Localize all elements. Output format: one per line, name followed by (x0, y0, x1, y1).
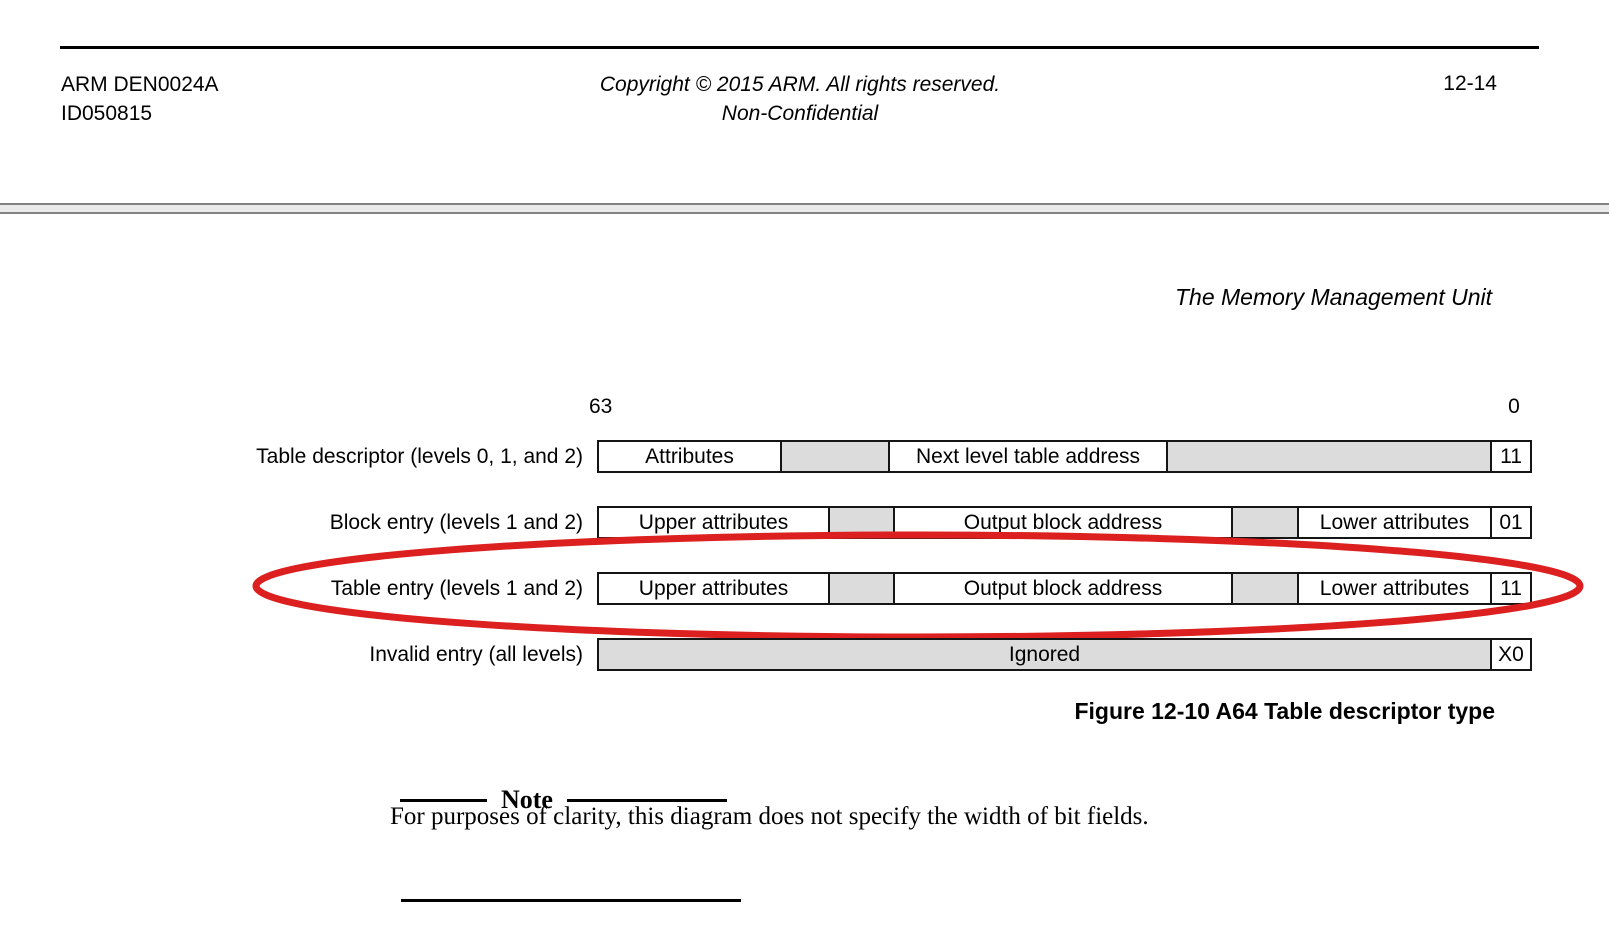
note-title: Note (501, 785, 553, 814)
copyright-line: Copyright © 2015 ARM. All rights reserve… (599, 73, 1001, 96)
section-title: The Memory Management Unit (1174, 284, 1492, 310)
note-header: Note (400, 785, 727, 814)
field-cell-descriptor-type-bits: 11 (1490, 442, 1530, 471)
bit-63-label: 63 (589, 395, 613, 418)
field-cell-reserved (828, 574, 893, 603)
bitfield-row-table-descriptor: Attributes Next level table address 11 (597, 440, 1532, 473)
bit-0-label: 0 (1508, 395, 1520, 418)
field-cell-attributes: Attributes (645, 444, 734, 468)
field-cell-reserved (1231, 574, 1297, 603)
row-label-block-entry: Block entry (levels 1 and 2) (329, 511, 583, 534)
field-cell-next-level-table-address: Next level table address (888, 442, 1166, 471)
document-identifiers: ARM DEN0024A ID050815 (61, 70, 219, 128)
bitfield-row-table-entry: Upper attributes Output block address Lo… (597, 572, 1532, 605)
field-cell-descriptor-type-bits: 11 (1490, 574, 1530, 603)
field-cell-descriptor-type-bits: X0 (1490, 640, 1530, 669)
field-cell-output-block-address: Output block address (893, 508, 1231, 537)
field-cell-reserved (828, 508, 893, 537)
field-cell-lower-attributes: Lower attributes (1297, 508, 1490, 537)
note-end-rule (401, 899, 741, 902)
figure-caption: Figure 12-10 A64 Table descriptor type (1074, 698, 1495, 724)
doc-release-id: ID050815 (61, 102, 153, 125)
copyright-block: Copyright © 2015 ARM. All rights reserve… (0, 70, 1600, 128)
field-cell-reserved (1231, 508, 1297, 537)
page-break-separator (0, 203, 1609, 214)
note-body-text: For purposes of clarity, this diagram do… (390, 803, 1149, 830)
row-label-table-descriptor: Table descriptor (levels 0, 1, and 2) (256, 445, 583, 468)
doc-id: ARM DEN0024A (61, 73, 219, 96)
field-cell-descriptor-type-bits: 01 (1490, 508, 1530, 537)
row-label-table-entry: Table entry (levels 1 and 2) (330, 577, 583, 600)
field-cell-lower-attributes: Lower attributes (1297, 574, 1490, 603)
header-rule (60, 46, 1539, 49)
field-cell-ignored: Ignored (599, 640, 1490, 669)
note-rule-left (400, 798, 487, 802)
confidentiality-line: Non-Confidential (721, 102, 879, 125)
field-cell-reserved (780, 442, 888, 471)
bitfield-row-block-entry: Upper attributes Output block address Lo… (597, 506, 1532, 539)
field-cell-output-block-address: Output block address (893, 574, 1231, 603)
field-cell-reserved (1166, 442, 1490, 471)
bitfield-row-invalid-entry: Ignored X0 (597, 638, 1532, 671)
field-cell-upper-attributes: Upper attributes (638, 510, 789, 534)
field-cell-upper-attributes: Upper attributes (638, 576, 789, 600)
note-rule-right (566, 798, 727, 802)
page-number: 12-14 (1443, 72, 1497, 95)
row-label-invalid-entry: Invalid entry (all levels) (369, 643, 583, 666)
